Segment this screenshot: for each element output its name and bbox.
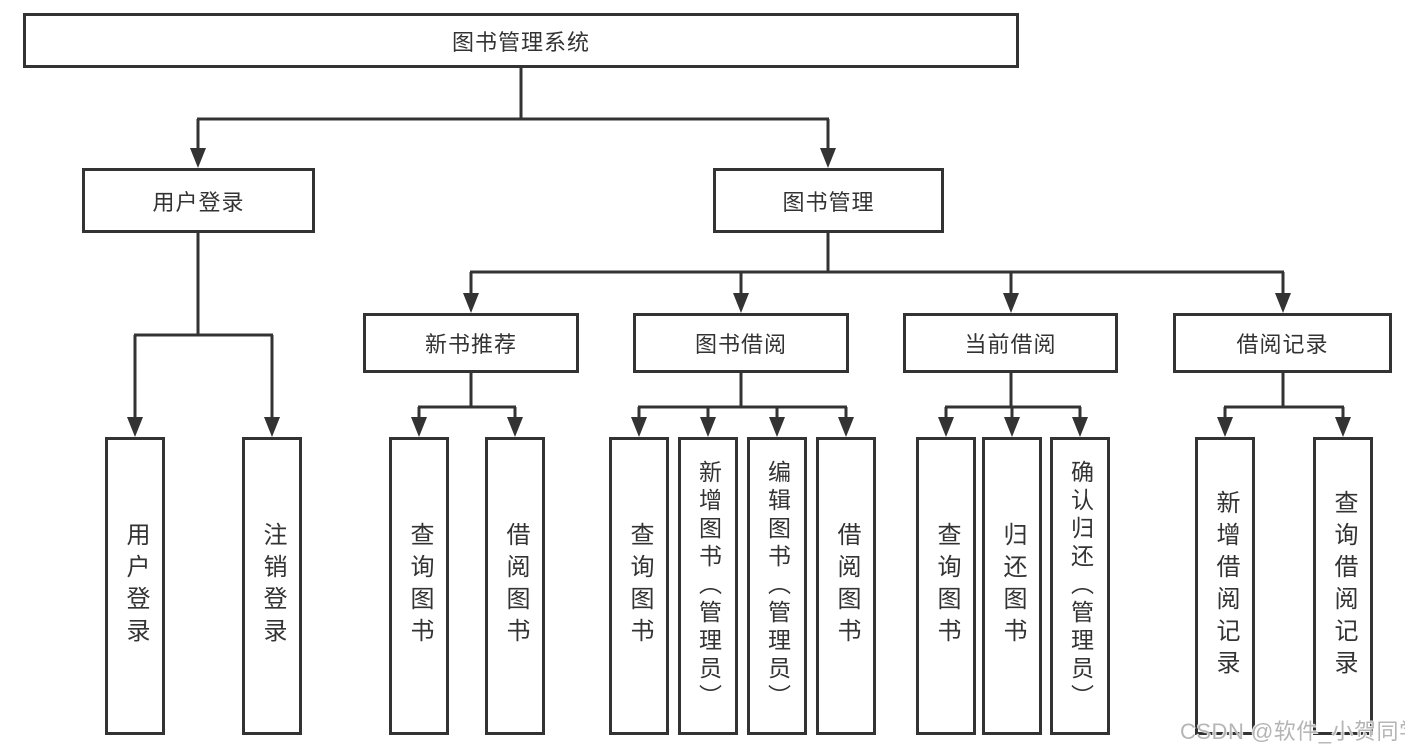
leaf-add-borrow-record: 新增借阅记录 bbox=[1195, 437, 1255, 735]
connector-book-management-to-level3 bbox=[463, 233, 1291, 313]
leaf-logout: 注销登录 bbox=[242, 437, 302, 735]
leaf-query-borrow-record: 查询借阅记录 bbox=[1313, 437, 1373, 735]
leaf-label: 查询图书 bbox=[406, 522, 433, 650]
arrowhead-down-icon bbox=[1003, 293, 1019, 313]
node-book-management: 图书管理 bbox=[713, 168, 944, 233]
node-new-book-recommend: 新书推荐 bbox=[363, 313, 579, 373]
arrowhead-down-icon bbox=[1217, 417, 1233, 437]
leaf-label: 注销登录 bbox=[259, 522, 286, 650]
arrowhead-down-icon bbox=[1275, 293, 1291, 313]
arrowhead-down-icon bbox=[127, 417, 143, 437]
leaf-label: 借阅图书 bbox=[502, 522, 529, 650]
leaf-label: 查询借阅记录 bbox=[1330, 490, 1357, 682]
arrowhead-down-icon bbox=[733, 293, 749, 313]
leaf-query-books-3: 查询图书 bbox=[916, 437, 976, 735]
arrowhead-down-icon bbox=[411, 417, 427, 437]
leaf-label: 确认归还（管理员） bbox=[1067, 460, 1094, 712]
leaf-label: 新增借阅记录 bbox=[1212, 490, 1239, 682]
leaf-add-books-admin: 新增图书（管理员） bbox=[678, 437, 738, 735]
connector-current-borrow-to-leaves bbox=[938, 373, 1088, 437]
node-current-borrow: 当前借阅 bbox=[903, 313, 1118, 373]
node-book-borrow: 图书借阅 bbox=[633, 313, 849, 373]
csdn-watermark: CSDN @软件_小贺同学 bbox=[1180, 719, 1405, 744]
arrowhead-down-icon bbox=[838, 417, 854, 437]
arrowhead-down-icon bbox=[938, 417, 954, 437]
connector-borrow-records-to-leaves bbox=[1217, 373, 1351, 437]
connector-book-borrow-to-leaves bbox=[631, 373, 854, 437]
leaf-edit-books-admin: 编辑图书（管理员） bbox=[747, 437, 807, 735]
leaf-borrow-books-1: 借阅图书 bbox=[485, 437, 545, 735]
arrowhead-down-icon bbox=[700, 417, 716, 437]
leaf-label: 查询图书 bbox=[933, 522, 960, 650]
leaf-label: 编辑图书（管理员） bbox=[764, 460, 791, 712]
connector-new-book-to-leaves bbox=[411, 373, 523, 437]
arrowhead-down-icon bbox=[190, 148, 206, 168]
leaf-label: 新增图书（管理员） bbox=[695, 460, 722, 712]
leaf-label: 借阅图书 bbox=[833, 522, 860, 650]
arrowhead-down-icon bbox=[463, 293, 479, 313]
leaf-label: 用户登录 bbox=[122, 522, 149, 650]
arrowhead-down-icon bbox=[631, 417, 647, 437]
arrowhead-down-icon bbox=[1335, 417, 1351, 437]
arrowhead-down-icon bbox=[820, 148, 836, 168]
arrowhead-down-icon bbox=[507, 417, 523, 437]
arrowhead-down-icon bbox=[264, 417, 280, 437]
leaf-query-books-1: 查询图书 bbox=[389, 437, 449, 735]
leaf-borrow-books-2: 借阅图书 bbox=[816, 437, 876, 735]
leaf-query-books-2: 查询图书 bbox=[609, 437, 669, 735]
leaf-label: 查询图书 bbox=[626, 522, 653, 650]
node-borrow-records: 借阅记录 bbox=[1173, 313, 1392, 373]
node-root-system: 图书管理系统 bbox=[23, 13, 1019, 68]
node-user-login: 用户登录 bbox=[82, 168, 315, 233]
connector-root-to-level2 bbox=[190, 68, 836, 168]
arrowhead-down-icon bbox=[1072, 417, 1088, 437]
leaf-confirm-return-admin: 确认归还（管理员） bbox=[1050, 437, 1110, 735]
arrowhead-down-icon bbox=[769, 417, 785, 437]
leaf-return-books: 归还图书 bbox=[982, 437, 1042, 735]
connector-user-login-to-leaves bbox=[127, 233, 280, 437]
leaf-user-login: 用户登录 bbox=[105, 437, 165, 735]
arrowhead-down-icon bbox=[1004, 417, 1020, 437]
leaf-label: 归还图书 bbox=[999, 522, 1026, 650]
